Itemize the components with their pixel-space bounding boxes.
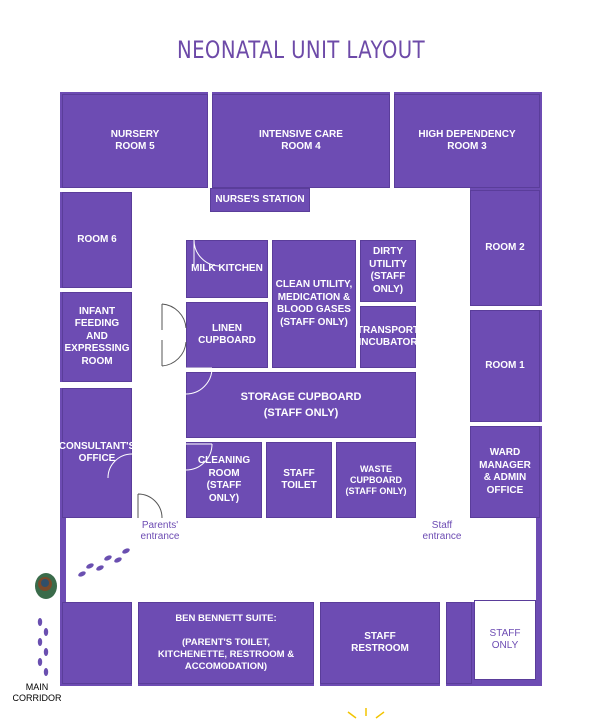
door-arc-storage xyxy=(185,367,213,395)
nursery-room-5: NURSERY ROOM 5 xyxy=(62,94,208,188)
right-gap-2 xyxy=(470,422,542,426)
staff-toilet: STAFF TOILET xyxy=(266,442,332,518)
sun-rays-icon xyxy=(347,708,385,719)
transport-incubator: TRANSPORT INCUBATOR xyxy=(357,306,419,368)
page-title: NEONATAL UNIT LAYOUT xyxy=(176,36,426,64)
high-dependency-room-3: HIGH DEPENDENCY ROOM 3 xyxy=(394,94,540,188)
consultants-office: CONSULTANT'S OFFICE xyxy=(59,388,135,518)
infant-feeding-room: INFANT FEEDING AND EXPRESSING ROOM xyxy=(62,292,132,382)
lower-corridor xyxy=(66,518,536,602)
door-arc-cleaning xyxy=(185,443,213,471)
footprints-icon xyxy=(78,548,130,577)
room-1: ROOM 1 xyxy=(470,310,540,422)
room-6: ROOM 6 xyxy=(62,192,132,288)
small-bottom-room xyxy=(446,602,472,684)
door-arc-consultant xyxy=(107,453,133,479)
person-icon xyxy=(35,573,57,599)
clean-utility: CLEAN UTILITY, MEDICATION & BLOOD GASES … xyxy=(272,240,356,368)
bottom-left-room xyxy=(62,602,132,684)
nurses-station: NURSE'S STATION xyxy=(210,188,310,212)
waste-cupboard: WASTE CUPBOARD (STAFF ONLY) xyxy=(336,442,416,518)
ben-bennett-suite: BEN BENNETT SUITE: (PARENT'S TOILET, KIT… xyxy=(138,602,314,684)
door-parents-entrance xyxy=(137,493,163,519)
linen-cupboard: LINEN CUPBOARD xyxy=(186,302,268,368)
bottom-gap-1 xyxy=(132,602,138,686)
dirty-utility: DIRTY UTILITY (STAFF ONLY) xyxy=(360,240,416,302)
room-2: ROOM 2 xyxy=(470,190,540,306)
bottom-gap-2 xyxy=(314,602,320,686)
staff-only-area: STAFF ONLY xyxy=(474,600,536,680)
floor-plan: NURSERY ROOM 5 INTENSIVE CARE ROOM 4 HIG… xyxy=(59,92,542,686)
door-arc-milk-kitchen xyxy=(193,239,221,267)
corridor-footprints-icon xyxy=(37,618,49,676)
gap-top-2 xyxy=(390,92,394,188)
staff-entrance-label: Staff entrance xyxy=(422,520,462,542)
storage-cupboard: STORAGE CUPBOARD (STAFF ONLY) xyxy=(186,372,416,438)
bottom-gap-3 xyxy=(440,602,446,686)
intensive-care-room-4: INTENSIVE CARE ROOM 4 xyxy=(212,94,390,188)
left-gap-2 xyxy=(60,382,132,388)
parents-entrance-label: Parents' entrance xyxy=(140,520,180,542)
cleaning-room: CLEANING ROOM (STAFF ONLY) xyxy=(186,442,262,518)
gap-top-1 xyxy=(208,92,212,188)
door-linen-swing xyxy=(161,303,187,367)
milk-kitchen: MILK KITCHEN xyxy=(186,240,268,298)
staff-restroom: STAFF RESTROOM xyxy=(320,602,440,684)
ward-manager-office: WARD MANAGER & ADMIN OFFICE xyxy=(470,426,540,518)
right-gap-1 xyxy=(470,306,542,310)
main-corridor-label: MAIN CORRIDOR xyxy=(12,682,62,703)
left-gap-1 xyxy=(60,288,132,292)
